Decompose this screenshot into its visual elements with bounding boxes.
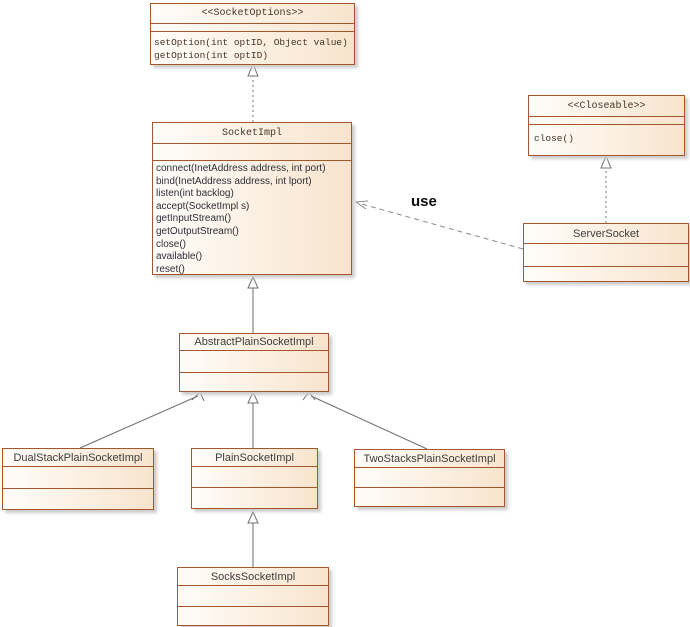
- class-attributes-compartment: [529, 117, 684, 125]
- method-line: listen(int backlog): [156, 188, 234, 200]
- method-line: reset(): [156, 263, 185, 274]
- generalization-twostacks-abstractplain: [302, 391, 428, 450]
- open-v-arrowhead: [191, 391, 205, 402]
- method-line: getInputStream(): [156, 213, 232, 225]
- uml-class-socketimpl: SocketImpl connect(InetAddress address, …: [152, 122, 352, 275]
- uml-class-sockssocketimpl: SocksSocketImpl: [177, 567, 329, 626]
- class-methods-compartment: [180, 373, 328, 391]
- class-attributes-compartment: [153, 144, 351, 161]
- class-attributes-compartment: [3, 467, 153, 489]
- method-line: bind(InetAddress address, int lport): [156, 175, 312, 187]
- uml-class-closeable: <<Closeable>> close(): [528, 95, 685, 156]
- class-methods-compartment: [355, 488, 504, 506]
- uml-class-twostacksplainsocketimpl: TwoStacksPlainSocketImpl: [354, 449, 505, 507]
- uml-class-dualstackplainsocketimpl: DualStackPlainSocketImpl: [2, 448, 154, 510]
- hollow-triangle-arrowhead: [247, 510, 259, 524]
- class-methods-compartment: [178, 607, 328, 625]
- uml-class-plainsocketimpl: PlainSocketImpl: [191, 448, 318, 509]
- class-title: PlainSocketImpl: [192, 449, 317, 467]
- hollow-triangle-arrowhead: [247, 390, 259, 404]
- method-line: connect(InetAddress address, int port): [156, 163, 326, 174]
- class-methods-compartment: close(): [529, 125, 684, 155]
- uml-class-abstractplainsocketimpl: AbstractPlainSocketImpl: [179, 333, 329, 392]
- class-attributes-compartment: [524, 244, 688, 267]
- hollow-triangle-arrowhead: [247, 62, 259, 77]
- uml-class-serversocket: ServerSocket: [523, 223, 689, 282]
- dependency-label-use: use: [411, 193, 437, 210]
- class-title: <<SocketOptions>>: [151, 4, 354, 24]
- method-line: getOutputStream(): [156, 225, 239, 237]
- class-title: ServerSocket: [524, 224, 688, 244]
- class-title: SocketImpl: [153, 123, 351, 144]
- generalization-dualstack-abstractplain: [79, 391, 205, 449]
- dependency-serversocket-socketimpl: [354, 200, 524, 250]
- class-attributes-compartment: [355, 468, 504, 488]
- class-title: AbstractPlainSocketImpl: [180, 334, 328, 351]
- realization-socketimpl-socketoptions: [247, 62, 259, 122]
- class-methods-compartment: [192, 488, 317, 508]
- class-methods-compartment: connect(InetAddress address, int port)bi…: [153, 161, 351, 274]
- generalization-sockssocket-plainsocket: [247, 510, 259, 567]
- class-attributes-compartment: [178, 586, 328, 607]
- class-methods-compartment: setOption(int optID, Object value) getOpt…: [151, 32, 354, 64]
- hollow-triangle-arrowhead: [600, 154, 612, 169]
- hollow-triangle-arrowhead: [247, 275, 259, 289]
- realization-serversocket-closeable: [600, 154, 612, 223]
- class-attributes-compartment: [151, 24, 354, 32]
- method-line: getOption(int optID): [154, 50, 269, 61]
- method-line: accept(SocketImpl s): [156, 200, 250, 212]
- class-title: TwoStacksPlainSocketImpl: [355, 450, 504, 468]
- class-attributes-compartment: [192, 467, 317, 488]
- class-title: DualStackPlainSocketImpl: [3, 449, 153, 467]
- open-v-arrowhead: [302, 391, 316, 401]
- class-title: <<Closeable>>: [529, 96, 684, 117]
- class-title: SocksSocketImpl: [178, 568, 328, 586]
- method-line: setOption(int optID, Object value): [154, 37, 348, 48]
- generalization-plainsocket-abstractplain: [247, 390, 259, 448]
- class-methods-compartment: [3, 489, 153, 509]
- method-line: close(): [534, 133, 574, 144]
- uml-class-socketoptions: <<SocketOptions>> setOption(int optID, O…: [150, 3, 355, 65]
- method-line: close(): [156, 238, 187, 250]
- method-line: available(): [156, 251, 203, 263]
- class-attributes-compartment: [180, 351, 328, 373]
- generalization-abstractplain-socketimpl: [247, 275, 259, 333]
- open-arrowhead: [354, 200, 369, 210]
- class-methods-compartment: [524, 267, 688, 281]
